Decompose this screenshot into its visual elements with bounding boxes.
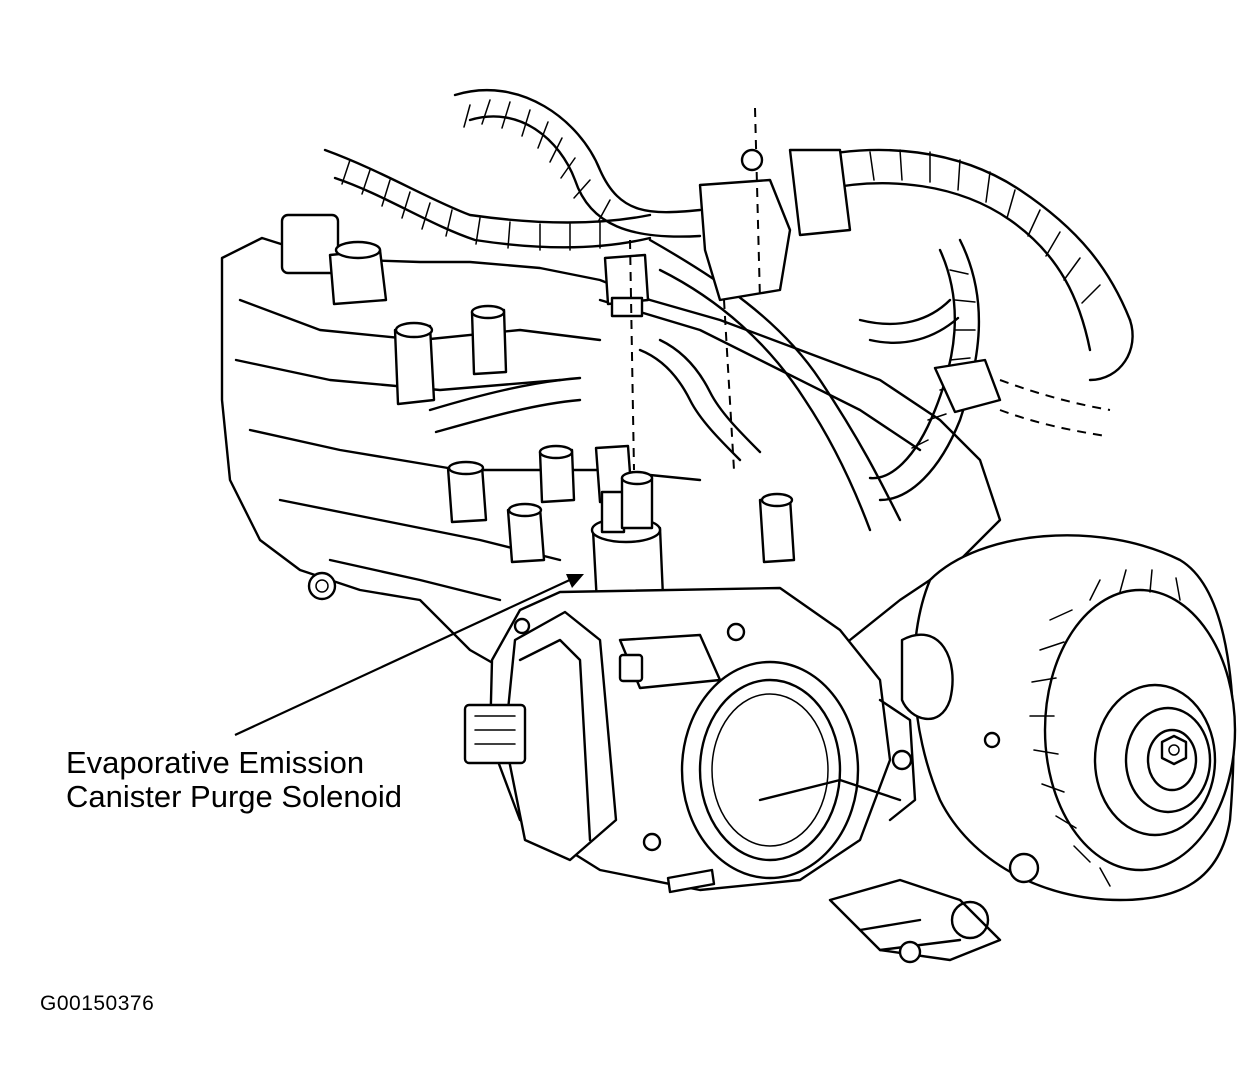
harness-connector [603,148,1002,414]
generator [900,534,1237,940]
vacuum-hoses [638,298,1111,462]
callout-line-2: Canister Purge Solenoid [66,779,403,814]
wiring-harness [323,89,1134,532]
manifold-bosses [280,213,796,601]
lower-bracket [758,698,1002,964]
throttle-body [463,586,892,894]
callout-label: Evaporative Emission Canister Purge Sole… [66,746,402,814]
fastener-install-lines [629,107,764,471]
callout-leader [234,574,584,736]
figure-id: G00150376 [40,992,155,1015]
callout-line-1: Evaporative Emission [66,745,365,780]
